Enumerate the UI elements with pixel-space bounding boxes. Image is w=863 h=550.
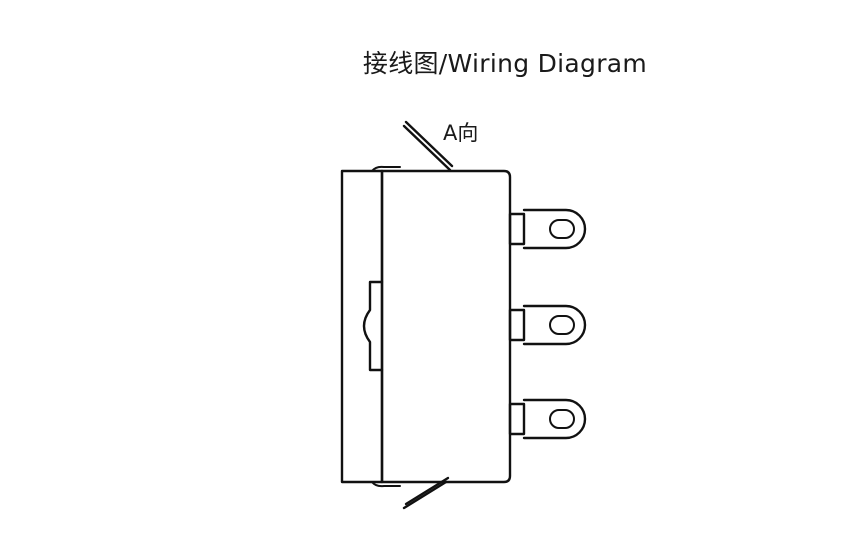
actuator-lever (402, 120, 454, 172)
terminal-top-hole (549, 219, 575, 239)
terminal-bottom-base (508, 402, 526, 436)
lever-bottom-arm (402, 480, 448, 510)
lever-top-arm-edge (404, 120, 454, 168)
terminal-bottom-hole (549, 409, 575, 429)
housing-notch (362, 280, 384, 372)
housing-body (380, 169, 512, 484)
terminal-middle-tab (522, 304, 587, 346)
terminal-top-base (508, 212, 526, 246)
terminal-bottom (508, 398, 587, 440)
direction-a-label: A向 (443, 121, 479, 145)
cover-top-lip (371, 165, 401, 172)
cover-bottom-lip (371, 481, 401, 488)
diagram-title: 接线图/Wiring Diagram (362, 49, 648, 78)
lever-top-arm (402, 124, 452, 172)
terminal-top (508, 208, 587, 250)
switch-housing (340, 165, 512, 488)
terminal-middle (508, 304, 587, 346)
housing-cover (340, 169, 384, 484)
terminal-middle-hole (549, 315, 575, 335)
terminal-bottom-tab (522, 398, 587, 440)
terminal-middle-base (508, 308, 526, 342)
terminal-top-tab (522, 208, 587, 250)
